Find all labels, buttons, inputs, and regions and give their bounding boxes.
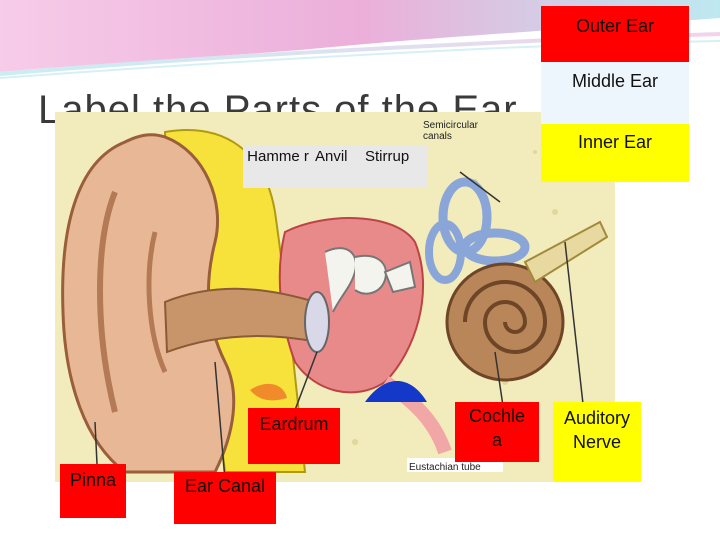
key-outer-ear: Outer Ear [541,6,689,62]
anvil-label: Anvil [315,148,348,165]
pinna-label: Pinna [60,464,126,518]
semicircular-canals-caption: Semicircular canals [423,120,479,142]
cochlea-label: Cochle a [455,402,539,462]
eustachian-tube-caption: Eustachian tube [409,462,481,473]
key-inner-ear: Inner Ear [541,124,689,182]
ear-canal-label: Ear Canal [174,472,276,524]
key-middle-ear: Middle Ear [541,62,689,124]
stirrup-label: Stirrup [365,148,410,165]
auditory-nerve-label: Auditory Nerve [553,402,641,482]
ossicles-label-box: Hamme r Anvil Stirrup [243,146,427,188]
eardrum-label: Eardrum [248,408,340,464]
hammer-label: Hamme r [247,148,309,165]
